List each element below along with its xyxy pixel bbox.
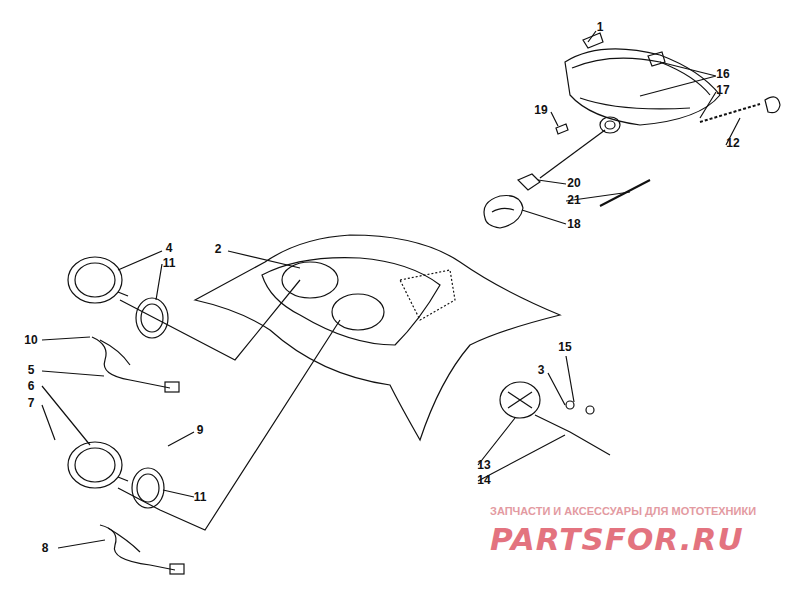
callout-number: 5: [28, 364, 35, 376]
watermark: ЗАПЧАСТИ И АКСЕССУАРЫ ДЛЯ МОТОТЕХНИКИ: [490, 506, 756, 517]
callout-number: 14: [477, 474, 490, 486]
callout-number: 4: [166, 242, 173, 254]
callout-number: 3: [538, 364, 545, 376]
callout-number: 17: [716, 84, 729, 96]
callout-number: 8: [42, 542, 49, 554]
callout-number: 20: [567, 177, 580, 189]
callout-number: 6: [28, 380, 35, 392]
callout-number: 19: [534, 104, 547, 116]
callout-number: 21: [567, 194, 580, 206]
callout-number: 2: [215, 243, 222, 255]
callout-number: 9: [197, 424, 204, 436]
callout-number: 10: [24, 334, 37, 346]
callout-number: 11: [194, 491, 207, 503]
watermark: PARTSFOR.RU: [490, 524, 744, 555]
callout-number: 7: [28, 397, 35, 409]
callout-number: 15: [558, 341, 571, 353]
callout-number: 18: [567, 218, 580, 230]
callout-number: 11: [163, 257, 176, 269]
callout-number: 1: [597, 21, 604, 33]
callout-number: 13: [477, 459, 490, 471]
callout-number: 16: [716, 68, 729, 80]
callout-number: 12: [726, 137, 739, 149]
